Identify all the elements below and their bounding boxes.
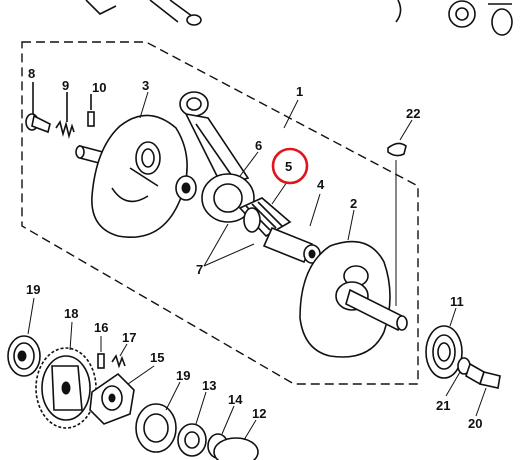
- leader-part-7: [203, 223, 255, 267]
- callout-7: 7: [196, 262, 203, 277]
- callout-8: 8: [28, 66, 35, 81]
- needle-bearing-part-5: [238, 181, 292, 238]
- spring-part-9: [55, 92, 75, 140]
- callout-20: 20: [468, 416, 482, 431]
- gear-part-19: [135, 381, 181, 453]
- callout-19-bottom: 19: [176, 368, 190, 383]
- callout-2: 2: [350, 196, 357, 211]
- callout-4: 4: [317, 177, 325, 192]
- hub-part-15: [89, 365, 155, 425]
- assembly-outline-dashed: [21, 41, 419, 385]
- leader-part-1: [283, 99, 299, 129]
- crank-pin-part-4: [262, 193, 321, 264]
- callout-1: 1: [296, 84, 303, 99]
- crank-web-right-part-2: [299, 209, 408, 358]
- callout-10: 10: [92, 80, 106, 95]
- callout-5: 5: [285, 159, 292, 174]
- crank-web-left-part-3: [75, 91, 188, 238]
- connecting-rod-part-6: [179, 91, 259, 223]
- bolt-part-16: [97, 336, 105, 369]
- callout-15: 15: [150, 350, 164, 365]
- top-right-bearing-fragment: [395, 0, 513, 36]
- thrust-washer-left: [175, 175, 197, 201]
- callout-11: 11: [450, 294, 464, 309]
- callout-17: 17: [122, 330, 136, 345]
- callout-14: 14: [228, 392, 243, 407]
- top-left-part-fragment: [85, 0, 117, 15]
- spring-part-17: [111, 343, 128, 369]
- top-pin-part-fragment: [149, 0, 202, 26]
- callout-9: 9: [62, 78, 69, 93]
- key-part-22: [387, 119, 413, 306]
- callout-22: 22: [406, 106, 420, 121]
- disc-part-12: [213, 419, 259, 460]
- callout-18: 18: [64, 306, 78, 321]
- bolt-part-8: [25, 82, 51, 134]
- callout-19-top: 19: [26, 282, 40, 297]
- callout-12: 12: [252, 406, 266, 421]
- callout-13: 13: [202, 378, 216, 393]
- sprocket-large-part-18: [35, 321, 97, 429]
- gear-part-13: [177, 391, 207, 457]
- callout-3: 3: [142, 78, 149, 93]
- callout-16: 16: [94, 320, 108, 335]
- highlight-circle-part-5: [271, 147, 309, 185]
- pin-part-10: [87, 94, 95, 127]
- sprocket-small-part-19: [7, 297, 41, 377]
- callout-6: 6: [255, 138, 262, 153]
- bolt-part-20: [465, 362, 501, 417]
- bearing-part-11: [425, 307, 463, 379]
- callout-21: 21: [436, 398, 450, 413]
